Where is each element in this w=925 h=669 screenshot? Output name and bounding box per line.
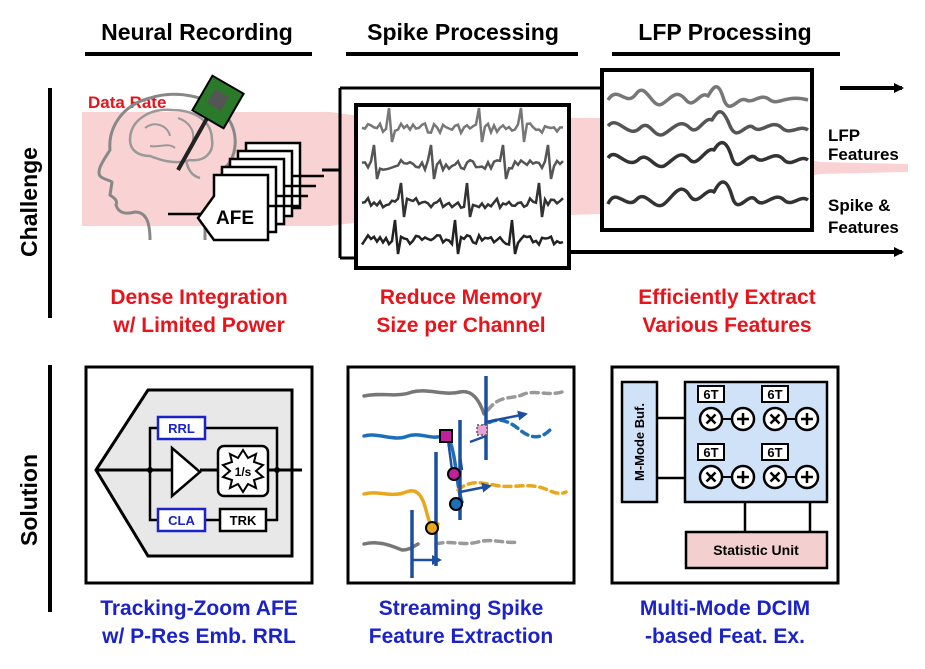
sram-6t-label: 6T [767,387,782,402]
sram-6t-label: 6T [703,387,718,402]
signal-bus [322,86,602,260]
solution-captions: Tracking-Zoom AFE w/ P-Res Emb. RRL Stre… [100,597,810,648]
afe-label: AFE [216,208,254,229]
sram-6t-label: 6T [703,445,718,460]
rrl-block [156,415,207,441]
solution-spike-panel [346,365,576,585]
spike-traces [360,107,564,255]
statistic-unit-label: Statistic Unit [713,542,799,558]
trk-label: TRK [230,513,257,528]
magenta-square-marker [439,429,453,443]
solution-caption-col3-line2: -based Feat. Ex. [645,625,805,648]
solution-afe-panel: RRL 1/s CLA TRK [84,365,314,585]
pink-square-marker [476,424,488,436]
spike-features-label-line2: Features [828,218,899,237]
statistic-unit [684,530,829,570]
sram-6t-cell [697,385,725,403]
solution-caption-col3-line1: Multi-Mode DCIM [640,597,810,620]
challenge-caption-col3-line2: Various Features [642,314,811,337]
sram-6t-cell [697,443,725,461]
grey-trace-top [362,389,486,416]
buffer-label: M-Mode Buf. [632,403,647,481]
magenta-feature-marker [447,467,461,481]
adder-icon-glyph [737,471,749,483]
challenge-caption-col2-line1: Reduce Memory [380,286,543,309]
sram-6t-cell [761,443,789,461]
amplifier-icon [170,445,202,499]
adder-icon-glyph [801,413,813,425]
cla-label: CLA [168,513,195,528]
challenge-caption-col1-line1: Dense Integration [110,286,287,309]
orange-feature-marker [425,521,439,535]
multiplier-icon-glyph [769,413,781,425]
solution-caption-col1-line1: Tracking-Zoom AFE [100,597,298,620]
lfp-traces [606,85,810,208]
challenge-caption-col1-line2: w/ Limited Power [112,314,285,337]
adder-icon-glyph [737,413,749,425]
header-neural-recording: Neural Recording [101,19,293,45]
lfp-features-label-line1: LFP [828,126,860,145]
solution-caption-col2-line1: Streaming Spike [379,597,544,620]
challenge-caption-col3-line1: Efficiently Extract [638,286,815,309]
spike-trace-2 [361,144,564,180]
header-lfp-processing: LFP Processing [638,19,811,45]
row-label-solution: Solution [16,454,42,546]
lfp-features-label-line2: Features [828,145,899,164]
multi-mode-buffer [620,380,659,504]
trk-block [218,507,268,533]
multiplier-icon-glyph [705,471,717,483]
electrode-probe-icon [176,74,245,171]
spike-trace-4 [360,219,564,255]
multiplier-icon-glyph [769,471,781,483]
grey-trace-bottom [362,540,420,552]
solution-caption-col1-line2: w/ P-Res Emb. RRL [101,625,296,648]
challenge-caption-col2-line2: Size per Channel [376,314,545,337]
header-spike-processing: Spike Processing [367,19,559,45]
orange-trace-dashed [456,481,568,496]
sram-6t-label: 6T [767,445,782,460]
rrl-label: RRL [168,421,195,436]
chopper-star-icon [221,448,265,494]
integrator-label: 1/s [235,465,252,479]
row-labels: Challenge Solution [16,88,52,612]
challenge-captions: Dense Integration w/ Limited Power Reduc… [110,286,815,337]
adder-icon-glyph [801,471,813,483]
spike-trace-1 [361,107,564,143]
solution-dcim-panel: M-Mode Buf. 6T 6T 6T 6T Statistic Unit [610,365,840,585]
afe-stack-icon [168,141,324,242]
solution-caption-col2-line2: Feature Extraction [369,625,553,648]
sram-6t-cell [761,385,789,403]
grey-trace-bottom-dashed [434,538,520,546]
spike-trace-3 [361,182,564,218]
head-with-brain-icon [97,92,237,241]
multiplier-icon-glyph [705,413,717,425]
column-headers: Neural Recording Spike Processing LFP Pr… [85,19,840,56]
cla-block [156,507,207,533]
blue-feature-marker [449,497,463,511]
grey-trace-top-dashed [486,390,564,412]
spike-features-label-line1: Spike & [828,196,890,215]
row-label-challenge: Challenge [16,147,42,257]
